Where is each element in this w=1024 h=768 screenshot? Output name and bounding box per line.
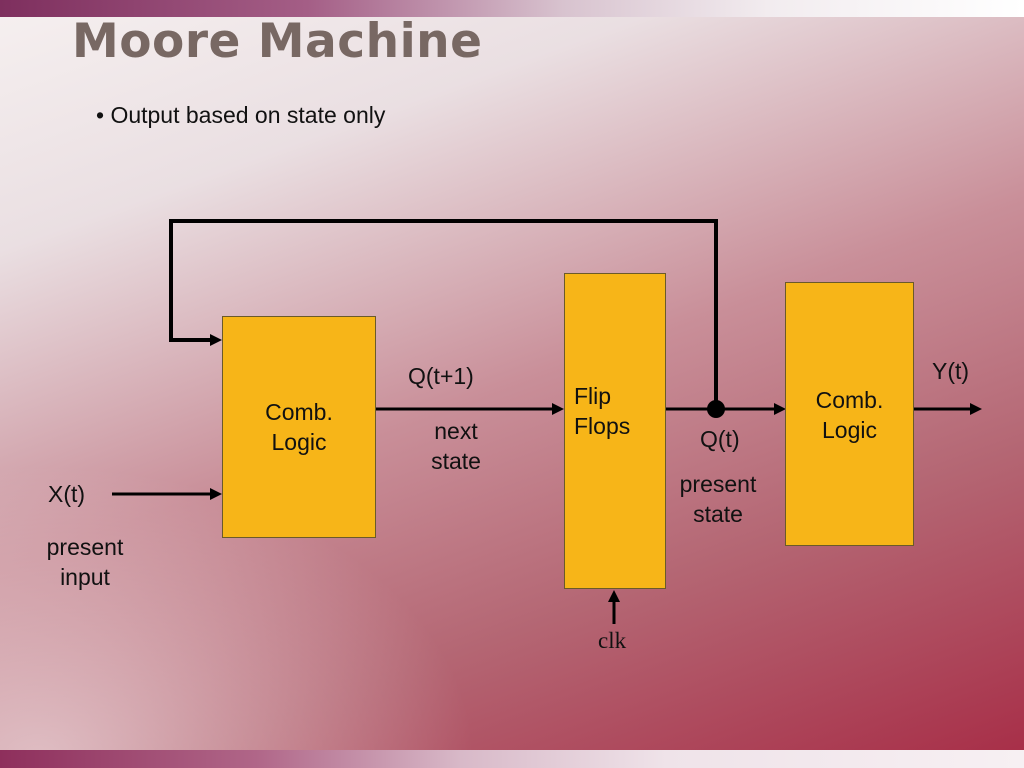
comb-logic-block-output — [785, 282, 914, 546]
junction-dot — [707, 400, 725, 418]
comb-logic-2-label: Comb. Logic — [785, 385, 914, 445]
comb-logic-1-line2: Logic — [271, 429, 327, 455]
present-state-desc: present state — [672, 469, 764, 529]
present-state-arrowhead — [774, 403, 786, 415]
slide-title: Moore Machine — [72, 14, 483, 69]
flip-flops-block — [564, 273, 666, 589]
top-decorative-bar — [0, 0, 1024, 17]
feedback-arrowhead — [210, 334, 222, 346]
comb-logic-1-label: Comb. Logic — [222, 397, 376, 457]
next-state-desc: next state — [418, 416, 494, 476]
clock-arrowhead — [608, 590, 620, 602]
input-signal-label: X(t) — [48, 481, 86, 507]
present-input-desc: present input — [38, 532, 132, 592]
present-input-line1: present — [46, 534, 124, 560]
clock-label: clk — [598, 628, 627, 653]
next-state-signal-label: Q(t+1) — [408, 363, 474, 389]
output-arrowhead — [970, 403, 982, 415]
next-state-arrowhead — [552, 403, 564, 415]
present-state-line1: present — [679, 471, 757, 497]
feedback-wire — [169, 219, 718, 409]
comb-logic-2-line1: Comb. — [815, 387, 884, 413]
flip-flops-label: Flip Flops — [574, 381, 630, 441]
bottom-decorative-bar — [0, 750, 1024, 768]
next-state-line1: next — [434, 418, 478, 444]
present-input-line2: input — [60, 564, 110, 590]
comb-logic-1-line1: Comb. — [265, 399, 333, 425]
flip-flops-line1: Flip — [574, 383, 612, 409]
input-arrowhead — [210, 488, 222, 500]
present-state-signal-label: Q(t) — [700, 426, 740, 452]
present-state-line2: state — [693, 501, 743, 527]
output-signal-label: Y(t) — [932, 358, 970, 384]
comb-logic-block-input — [222, 316, 376, 538]
comb-logic-2-line2: Logic — [822, 417, 877, 443]
flip-flops-line2: Flops — [574, 413, 631, 439]
next-state-line2: state — [431, 448, 481, 474]
bullet-point: • Output based on state only — [96, 102, 386, 128]
